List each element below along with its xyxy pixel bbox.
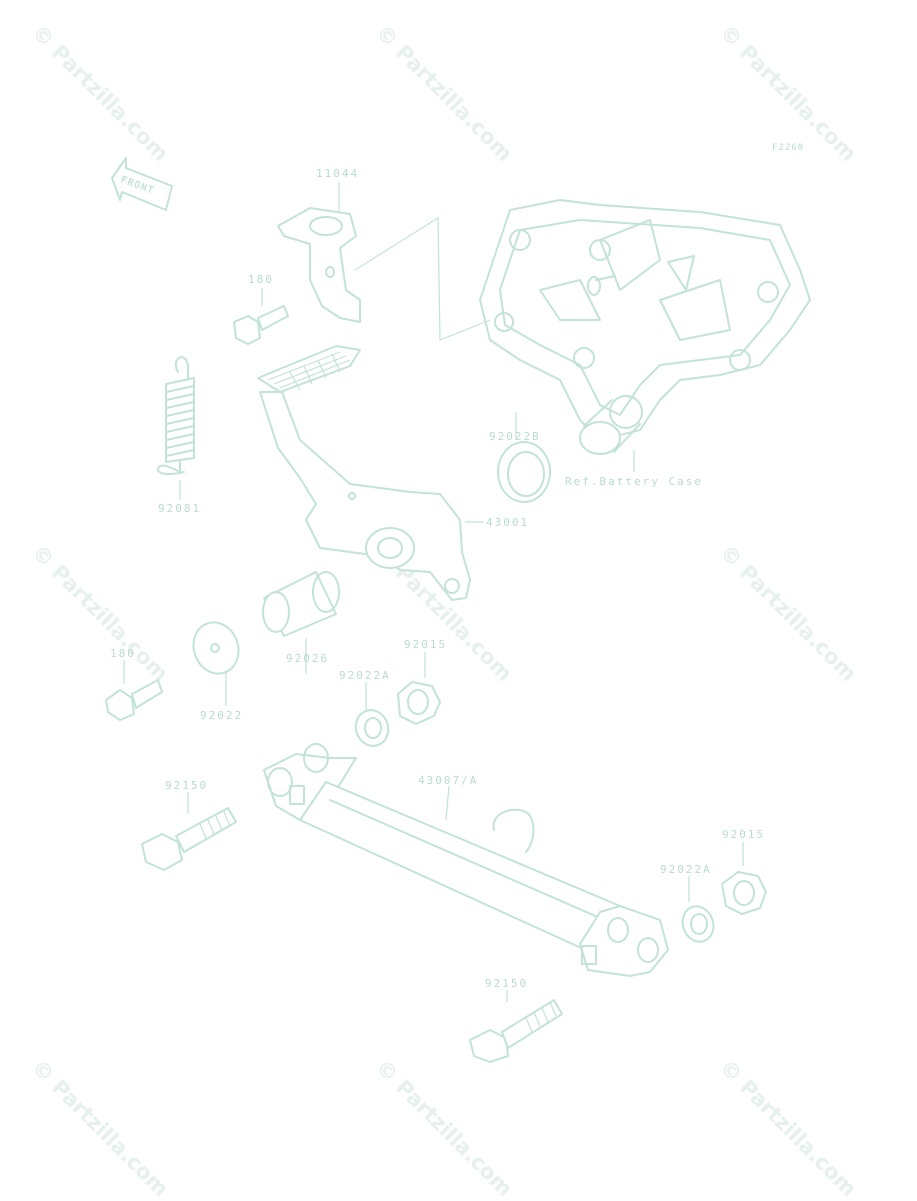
part-label-washer-a-left: 92022A [339,669,391,682]
washer-b [497,441,551,503]
washer-a-left [354,709,390,747]
part-label-bolt-rod-bottom: 92150 [485,977,529,990]
leader-lines [123,182,744,1002]
reference-note: Ref.Battery Case [565,475,703,488]
part-label-bolt-lower: 180 [110,647,136,660]
part-label-washer-b: 92022B [489,430,541,443]
spring [157,356,195,475]
part-label-washer-a-right: 92022A [660,863,712,876]
battery-case-frame [479,199,811,455]
nut-left [397,681,441,725]
washer [192,621,240,675]
bracket [277,207,361,323]
part-label-washer: 92022 [200,709,244,722]
front-arrow-icon: FRONT [111,157,173,211]
bolt-upper [233,305,289,345]
washer-a-right [681,905,715,943]
part-label-rod: 43007/A [418,774,479,787]
part-label-collar: 92026 [286,652,330,665]
brake-rod [263,743,669,977]
bolt-lower [105,679,163,721]
part-label-brake-pedal: 43001 [486,516,530,529]
part-label-bolt-rod-left: 92150 [165,779,209,792]
nut-right [721,871,767,915]
collar [262,571,340,637]
part-label-nut-left: 92015 [404,638,448,651]
part-label-bolt-upper: 180 [248,273,274,286]
part-label-spring: 92081 [158,502,202,515]
bolt-rod-bottom [469,999,563,1063]
part-label-nut-right: 92015 [722,828,766,841]
diagram-code: F2260 [772,143,805,153]
brake-pedal [257,345,471,601]
bolt-rod-left [141,807,237,871]
part-label-bracket: 11044 [316,167,360,180]
